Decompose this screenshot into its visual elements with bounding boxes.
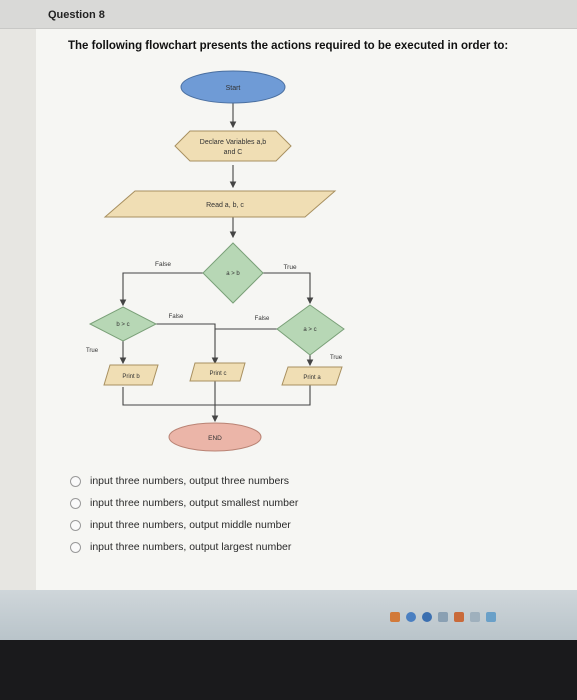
- option-4-label: input three numbers, output largest numb…: [90, 541, 292, 553]
- option-2[interactable]: input three numbers, output smallest num…: [70, 492, 370, 514]
- option-3-label: input three numbers, output middle numbe…: [90, 519, 291, 531]
- option-4[interactable]: input three numbers, output largest numb…: [70, 536, 370, 558]
- decision-b-gt-c-label: b > c: [116, 322, 129, 328]
- taskbar-app-icon[interactable]: [438, 612, 448, 622]
- label-false: False: [155, 261, 171, 268]
- screen: Question 8 The following flowchart prese…: [0, 0, 577, 640]
- decision-a-gt-b-label: a > b: [226, 271, 240, 277]
- label-true-3: True: [330, 355, 343, 361]
- decision-a-gt-c: [276, 304, 345, 356]
- print-b-node: [103, 364, 159, 386]
- option-1-label: input three numbers, output three number…: [90, 475, 290, 487]
- print-a-label: Print a: [303, 375, 321, 381]
- question-header: Question 8: [0, 0, 577, 29]
- read-label: Read a, b, c: [206, 202, 244, 209]
- print-c-label: Print c: [209, 371, 226, 377]
- declare-label-line1: Declare Variables a,b: [200, 139, 267, 146]
- option-1[interactable]: input three numbers, output three number…: [70, 470, 370, 492]
- label-true-2: True: [86, 348, 99, 354]
- print-a-node: [281, 366, 343, 386]
- question-prompt: The following flowchart presents the act…: [68, 40, 509, 52]
- declare-node: [174, 130, 292, 162]
- start-node: [180, 70, 286, 104]
- print-c-node: [189, 362, 246, 382]
- option-3[interactable]: input three numbers, output middle numbe…: [70, 514, 370, 536]
- option-2-label: input three numbers, output smallest num…: [90, 497, 299, 509]
- label-false-2: False: [169, 314, 184, 320]
- radio-option-4[interactable]: [70, 541, 81, 553]
- end-node: [168, 422, 262, 452]
- taskbar-app-icon[interactable]: [486, 612, 496, 622]
- start-label: Start: [226, 85, 241, 92]
- taskbar-app-icon[interactable]: [390, 612, 400, 622]
- radio-option-2[interactable]: [70, 497, 81, 509]
- taskbar-app-icon[interactable]: [454, 612, 464, 622]
- print-b-label: Print b: [122, 374, 140, 380]
- taskbar: [390, 612, 496, 630]
- footer-bar: [0, 590, 577, 640]
- read-node: [103, 190, 337, 218]
- taskbar-app-icon[interactable]: [470, 612, 480, 622]
- radio-option-3[interactable]: [70, 519, 81, 531]
- label-false-3: False: [255, 316, 270, 322]
- flowchart: Start Declare Variables a,b and C Read a…: [86, 70, 345, 452]
- decision-a-gt-c-label: a > c: [303, 327, 316, 333]
- flowchart-connectors: [119, 103, 314, 423]
- radio-option-1[interactable]: [70, 475, 81, 487]
- taskbar-app-icon[interactable]: [406, 612, 416, 622]
- decision-b-gt-c: [88, 306, 158, 342]
- label-true: True: [283, 264, 297, 271]
- end-label: END: [208, 435, 222, 442]
- question-number: Question 8: [48, 9, 105, 21]
- answer-options: input three numbers, output three number…: [70, 470, 370, 558]
- declare-label-line2: and C: [224, 149, 243, 156]
- taskbar-app-icon[interactable]: [422, 612, 432, 622]
- decision-a-gt-b: [202, 242, 264, 304]
